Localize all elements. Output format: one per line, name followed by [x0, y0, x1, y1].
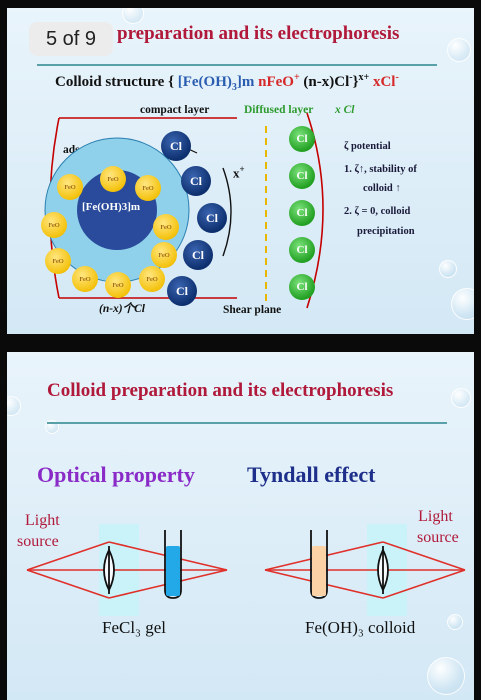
feo-ion: FeO	[45, 248, 71, 274]
feoh3-caption: Fe(OH)₃ colloid	[305, 618, 416, 637]
core-label: [Fe(OH)3]m	[82, 201, 141, 213]
optical-property-heading: Optical property	[37, 462, 195, 487]
cl-ion-compact: Cl	[183, 240, 213, 270]
cl-ion-diffused: Cl	[289, 163, 315, 189]
bubble-decoration	[7, 396, 21, 416]
cl-ion-diffused: Cl	[289, 126, 315, 152]
zeta-item1-line2: colloid ↑	[363, 183, 401, 194]
cl-ion-compact: Cl	[197, 203, 227, 233]
light-source-left-label: Light source	[17, 512, 60, 550]
slide-title: Colloid preparation and its electrophore…	[47, 380, 394, 401]
feo-ion: FeO	[151, 242, 177, 268]
slide-colloid-structure: 5 of 9 preparation and its electrophores…	[7, 8, 474, 334]
zeta-item1-line1: 1. ζ↑, stability of	[344, 164, 417, 175]
formula-xcl: xCl-	[372, 72, 399, 90]
bubble-decoration	[122, 8, 144, 24]
page-indicator: 5 of 9	[29, 22, 113, 56]
feo-ion: FeO	[135, 175, 161, 201]
slide-title: preparation and its electrophoresis	[117, 23, 400, 44]
slide-optical-property: Colloid preparation and its electrophore…	[7, 352, 474, 700]
zeta-title: ζ potential	[344, 141, 391, 152]
cl-ion-diffused: Cl	[289, 237, 315, 263]
nx-cl-label: (n-x)个Cl	[99, 303, 145, 315]
feo-ion: FeO	[105, 272, 131, 298]
feo-ion: FeO	[100, 166, 126, 192]
formula-nfeo: nFeO+	[258, 72, 300, 90]
tyndall-effect-heading: Tyndall effect	[247, 462, 376, 487]
formula-charge: x+	[358, 72, 370, 83]
cl-ion-compact: Cl	[161, 131, 191, 161]
tyndall-right-setup	[264, 524, 466, 616]
cl-ion-compact: Cl	[167, 276, 197, 306]
structure-label: Colloid structure	[55, 74, 165, 90]
title-divider	[47, 422, 447, 424]
compact-layer-label: compact layer	[140, 104, 210, 116]
bubble-decoration	[439, 260, 457, 278]
formula-nxcl: (n-x)Cl-	[303, 72, 353, 90]
bubble-decoration	[427, 657, 465, 695]
fecl3-caption: FeCl₃ gel	[102, 618, 167, 637]
feo-ion: FeO	[57, 174, 83, 200]
title-divider	[37, 64, 437, 66]
feo-ion: FeO	[153, 214, 179, 240]
diffused-xcl-label: x Cl	[335, 104, 355, 116]
diffused-layer-label: Diffused layer	[244, 104, 314, 116]
shear-plane-label: Shear plane	[223, 304, 282, 316]
tyndall-left-setup	[26, 524, 228, 616]
bubble-decoration	[451, 288, 474, 320]
bubble-decoration	[451, 388, 471, 408]
x-plus-label: x+	[233, 164, 245, 181]
formula-core: [Fe(OH)3]m	[177, 74, 255, 93]
bubble-decoration	[447, 38, 471, 62]
feo-ion: FeO	[72, 266, 98, 292]
cl-ion-compact: Cl	[181, 166, 211, 196]
cl-ion-diffused: Cl	[289, 274, 315, 300]
zeta-item2-line2: precipitation	[357, 226, 415, 237]
zeta-item2-line1: 2. ζ = 0, colloid	[344, 206, 411, 217]
bubble-decoration	[447, 614, 463, 630]
feo-ion: FeO	[41, 212, 67, 238]
cl-ion-diffused: Cl	[289, 200, 315, 226]
light-source-right-label: Light source	[417, 508, 459, 546]
structure-formula: Colloid structure { [Fe(OH)3]m nFeO+ (n-…	[55, 72, 399, 93]
feo-ion: FeO	[139, 266, 165, 292]
